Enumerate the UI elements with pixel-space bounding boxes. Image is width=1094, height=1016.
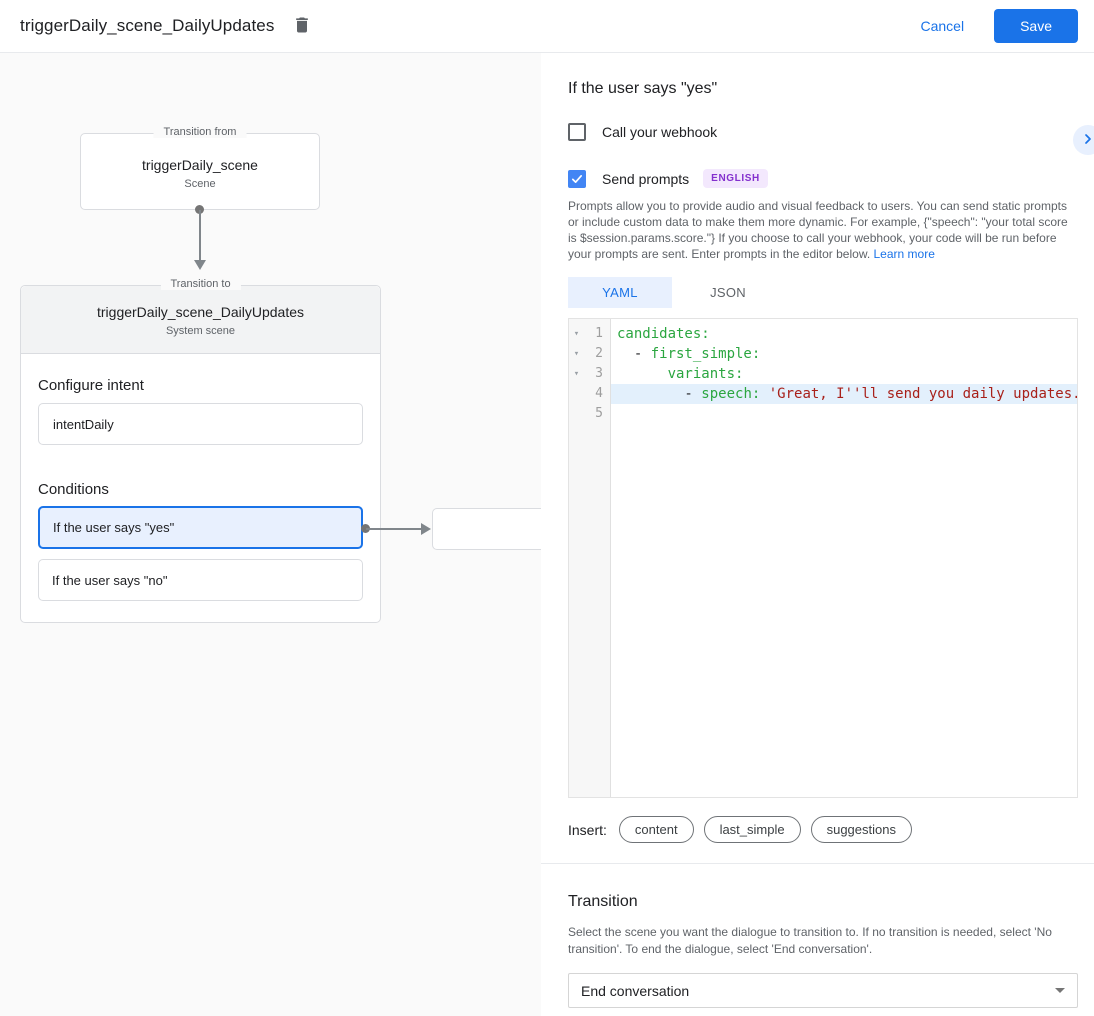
code-token-key: first_simple: <box>650 346 761 362</box>
intent-item-label: intentDaily <box>53 416 114 432</box>
code-token-plain: - <box>617 346 651 362</box>
code-token-key: candidates: <box>617 326 710 342</box>
tab-yaml[interactable]: YAML <box>568 277 672 308</box>
line-number: 4 <box>595 386 603 401</box>
transition-description: Select the scene you want the dialogue t… <box>568 925 1052 956</box>
learn-more-link[interactable]: Learn more <box>873 247 935 261</box>
code-token-key: speech: <box>701 386 769 402</box>
connector-line-vertical <box>199 210 201 260</box>
chevron-right-icon <box>1080 131 1094 150</box>
transition-select[interactable]: End conversation <box>568 973 1078 1008</box>
prompts-label: Send prompts <box>602 170 690 187</box>
to-node-title: triggerDaily_scene_DailyUpdates <box>97 304 304 320</box>
condition-item-yes[interactable]: If the user says "yes" <box>38 506 363 549</box>
line-number: 1 <box>595 326 603 341</box>
fold-spacer <box>569 404 584 424</box>
insert-suggestions-button[interactable]: suggestions <box>810 816 912 843</box>
delete-scene-button[interactable] <box>288 12 316 40</box>
prompts-description: Prompts allow you to provide audio and v… <box>568 198 1078 262</box>
transition-from-legend: Transition from <box>153 126 247 138</box>
editor-format-tabs: YAML JSON <box>568 277 1078 308</box>
insert-content-button[interactable]: content <box>618 816 694 843</box>
connector-line-horizontal <box>366 528 421 530</box>
insert-last-simple-button[interactable]: last_simple <box>703 816 801 843</box>
save-button[interactable]: Save <box>994 9 1078 43</box>
code-token-plain <box>617 366 668 382</box>
editor-line-5[interactable]: 5 <box>569 404 1077 424</box>
transition-to-node[interactable]: Transition to triggerDaily_scene_DailyUp… <box>20 278 381 623</box>
condition-item-label: If the user says "no" <box>52 572 168 588</box>
code-text <box>611 404 1077 424</box>
arrowhead-down-icon <box>194 260 206 270</box>
condition-item-label: If the user says "yes" <box>53 520 175 535</box>
conditions-label: Conditions <box>38 481 109 498</box>
dropdown-caret-icon <box>1055 988 1065 993</box>
from-node-title: triggerDaily_scene <box>142 157 258 173</box>
code-token-plain: - <box>617 386 702 402</box>
code-text: variants: <box>611 364 1077 384</box>
webhook-label: Call your webhook <box>602 124 718 140</box>
editor-line-1[interactable]: ▾ 1 candidates: <box>569 324 1077 344</box>
fold-arrow-icon[interactable]: ▾ <box>573 369 580 379</box>
insert-label: Insert: <box>568 821 607 838</box>
configure-intent-label: Configure intent <box>38 377 144 394</box>
condition-item-no[interactable]: If the user says "no" <box>38 559 363 601</box>
insert-toolbar: Insert: content last_simple suggestions <box>568 816 1078 843</box>
transition-from-node[interactable]: Transition from triggerDaily_scene Scene <box>80 126 320 210</box>
page-title: triggerDaily_scene_DailyUpdates <box>20 16 275 35</box>
line-number: 2 <box>595 346 603 361</box>
code-text: - first_simple: <box>611 344 1077 364</box>
prompts-description-text: Prompts allow you to provide audio and v… <box>568 199 1068 261</box>
scene-diagram-canvas[interactable]: Transition from triggerDaily_scene Scene… <box>0 53 541 1016</box>
trash-icon <box>292 15 312 38</box>
section-divider <box>541 863 1094 864</box>
code-token-key: variants: <box>667 366 744 382</box>
to-node-header: triggerDaily_scene_DailyUpdates System s… <box>21 286 380 354</box>
code-text: - speech: 'Great, I''ll send you daily u… <box>611 384 1077 404</box>
arrowhead-right-icon <box>421 523 431 535</box>
editor-gutter <box>569 319 611 797</box>
collapse-panel-button[interactable] <box>1073 125 1094 155</box>
intent-item[interactable]: intentDaily <box>38 403 363 445</box>
connector-dot-right <box>361 524 370 533</box>
webhook-checkbox-row[interactable]: Call your webhook <box>568 123 1078 141</box>
transition-target-node[interactable] <box>432 508 541 550</box>
code-text: candidates: <box>611 324 1077 344</box>
editor-line-3[interactable]: ▾ 3 variants: <box>569 364 1077 384</box>
cancel-button[interactable]: Cancel <box>920 18 965 34</box>
connector-dot-top <box>195 205 204 214</box>
editor-line-2[interactable]: ▾ 2 - first_simple: <box>569 344 1077 364</box>
transition-section: Transition Select the scene you want the… <box>568 893 1078 1008</box>
prompts-checkbox-row[interactable]: Send prompts ENGLISH <box>568 169 1078 188</box>
transition-to-legend: Transition to <box>160 278 241 290</box>
fold-spacer <box>569 384 584 404</box>
tab-json[interactable]: JSON <box>710 285 746 300</box>
condition-heading: If the user says "yes" <box>568 80 718 97</box>
transition-select-value: End conversation <box>581 982 690 999</box>
editor-line-4[interactable]: 4 - speech: 'Great, I''ll send you daily… <box>569 384 1077 404</box>
code-token-string: 'Great, I''ll send you daily updates. <box>768 386 1077 402</box>
fold-arrow-icon[interactable]: ▾ <box>573 349 580 359</box>
condition-editor-panel: If the user says "yes" Call your webhook… <box>541 53 1094 1016</box>
code-editor[interactable]: ▾ 1 candidates: ▾ 2 - first_simple: ▾ 3 varian… <box>568 318 1078 798</box>
webhook-checkbox[interactable] <box>568 123 586 141</box>
line-number: 5 <box>595 406 603 421</box>
prompts-checkbox[interactable] <box>568 169 586 188</box>
line-number: 3 <box>595 366 603 381</box>
fold-arrow-icon[interactable]: ▾ <box>573 329 580 339</box>
from-node-subtitle: Scene <box>184 178 216 190</box>
language-badge: ENGLISH <box>703 169 768 188</box>
to-node-subtitle: System scene <box>165 325 236 337</box>
top-bar: triggerDaily_scene_DailyUpdates Cancel S… <box>0 0 1094 53</box>
transition-heading: Transition <box>568 893 638 910</box>
